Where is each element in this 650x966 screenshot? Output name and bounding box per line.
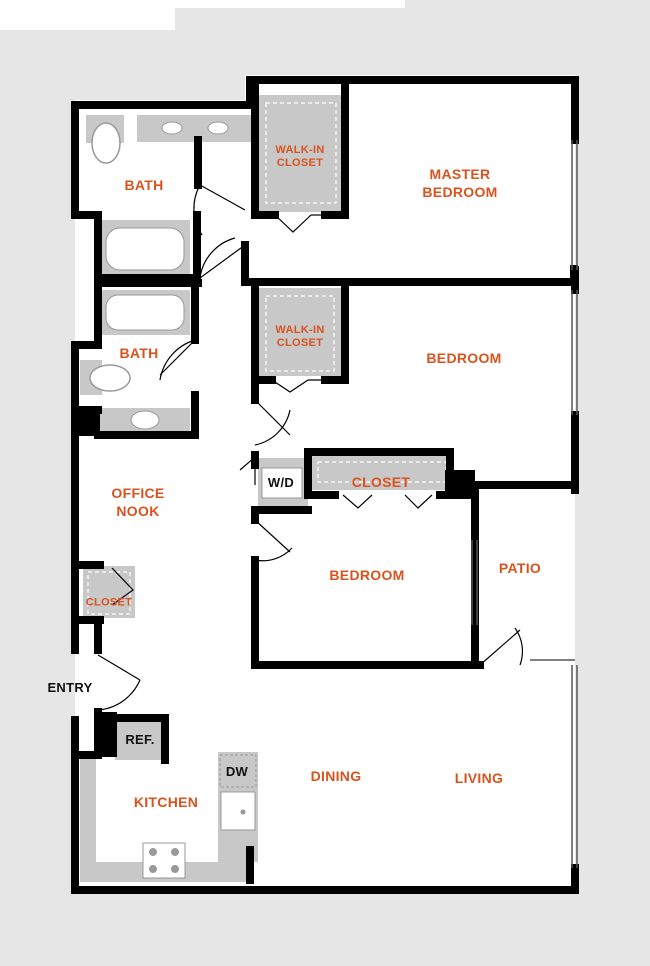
room-label-dining: DINING (310, 768, 362, 784)
room-label-wd: W/D (267, 475, 295, 490)
doors (97, 184, 524, 711)
sink-icon (220, 791, 256, 831)
bath-2-fixtures (80, 290, 190, 433)
closet-interiors (83, 95, 452, 618)
cooktop-icon (142, 842, 186, 879)
room-label-office-nook: OFFICE NOOK (111, 485, 165, 519)
room-label-dw: DW (225, 764, 249, 779)
room-label-kitchen: KITCHEN (133, 794, 199, 810)
room-label-bath-2: BATH (119, 345, 159, 361)
room-label-living: LIVING (454, 770, 504, 786)
room-label-ref: REF. (125, 732, 155, 747)
room-label-bedroom-2: BEDROOM (426, 350, 502, 366)
room-label-closet-entry: CLOSET (85, 596, 133, 609)
room-label-walkin-closet-2: WALK-IN CLOSET (275, 324, 325, 349)
windows (471, 140, 578, 868)
room-label-walkin-closet-1: WALK-IN CLOSET (275, 144, 325, 169)
room-label-bath-1: BATH (124, 177, 164, 193)
room-label-closet-hall: CLOSET (351, 474, 411, 490)
bath-1-fixtures (86, 115, 254, 275)
room-label-bedroom-3: BEDROOM (329, 567, 405, 583)
room-label-master-bedroom: MASTER BEDROOM (422, 166, 498, 200)
wall-blocks (75, 265, 578, 757)
room-label-patio: PATIO (498, 560, 542, 576)
wd-box (261, 467, 303, 499)
closet-dashes (87, 102, 447, 615)
dishwasher-box (219, 754, 257, 788)
room-label-entry: ENTRY (47, 680, 93, 695)
